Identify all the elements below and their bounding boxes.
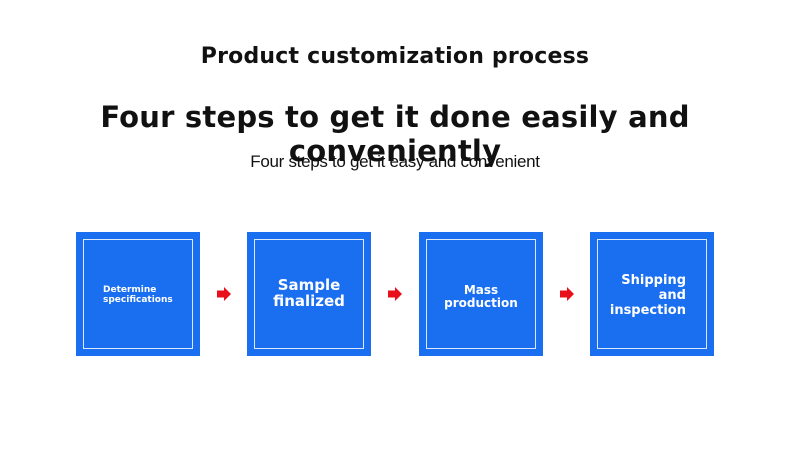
step-frame [597,239,707,349]
step-label-line: finalized [273,291,345,310]
step-label-line: Sample [277,276,341,294]
step-label: Mass production [419,283,543,311]
step-frame [254,239,364,349]
arrow-right-icon [560,287,574,301]
step-label-line: Determine [103,285,157,295]
step-frame [426,239,536,349]
step-determine-specifications: Determine specifications [76,232,200,356]
step-label: Sample finalized [247,276,371,310]
page-title: Product customization process [200,44,590,69]
arrow-right-icon [217,287,231,301]
step-label: Shipping and inspection [609,273,686,319]
step-label-line: Shipping [621,273,686,288]
headline: Four steps to get it done easily and con… [100,100,690,168]
step-sample-finalized: Sample finalized [247,232,371,356]
step-label-line: production [444,296,518,311]
step-mass-production: Mass production [419,232,543,356]
step-label: Determine specifications [103,285,173,306]
step-label-line: Mass [463,283,499,297]
step-label-line: and [658,287,686,303]
arrow-right-icon [388,287,402,301]
step-frame [83,239,193,349]
subheadline: Four steps to get it easy and convenient [250,152,540,171]
step-label-line: specifications [103,294,173,305]
step-label-line: inspection [609,302,686,318]
step-shipping-and-inspection: Shipping and inspection [590,232,714,356]
